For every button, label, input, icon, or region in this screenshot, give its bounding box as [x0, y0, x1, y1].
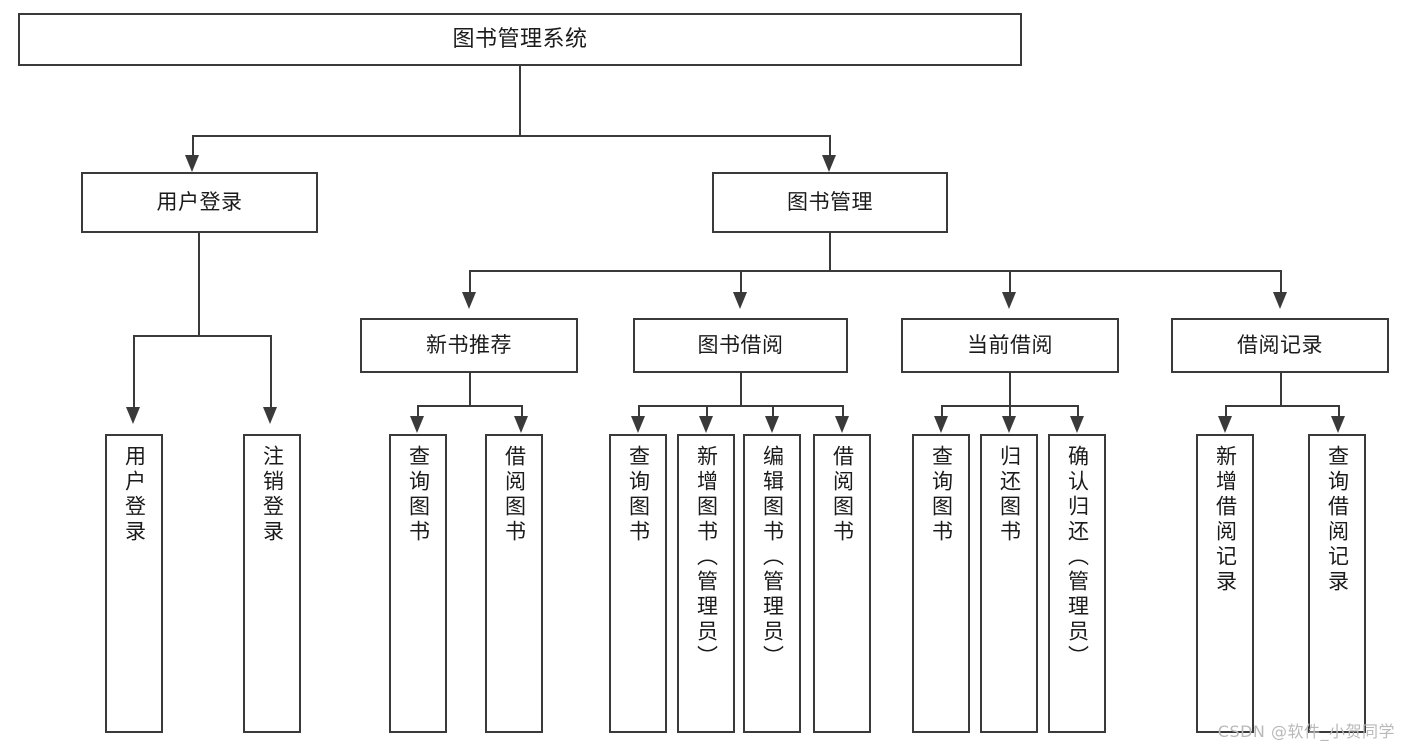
connector-root-drop-left: [192, 135, 194, 157]
connector-book-borrow-drop-3: [772, 405, 774, 418]
node-label: 编辑图书（管理员）: [760, 445, 785, 670]
node-label: 借阅图书: [830, 445, 855, 545]
connector-current-borrow-stem: [1009, 373, 1011, 406]
node-user-login[interactable]: 用户登录: [81, 172, 318, 233]
connector-root-bus: [192, 135, 830, 137]
node-leaf-query-record[interactable]: 查询借阅记录: [1308, 434, 1366, 733]
node-label: 用户登录: [122, 445, 147, 545]
node-leaf-confirm-return[interactable]: 确认归还（管理员）: [1048, 434, 1106, 733]
node-leaf-query-book-1[interactable]: 查询图书: [389, 434, 447, 733]
arrowhead-leaf-confirm-return: [1070, 416, 1084, 433]
connector-borrow-record-bus: [1225, 405, 1338, 407]
node-leaf-return-book[interactable]: 归还图书: [980, 434, 1038, 733]
node-label: 借阅记录: [1237, 333, 1323, 358]
arrowhead-new-book-recommend: [462, 292, 476, 309]
connector-current-borrow-drop-2: [1009, 405, 1011, 418]
node-label: 用户登录: [156, 190, 243, 215]
arrowhead-borrow-record: [1273, 292, 1287, 309]
connector-new-book-stem: [469, 373, 471, 406]
connector-book-manage-drop-4: [1280, 270, 1282, 294]
connector-user-login-drop-2: [270, 335, 272, 409]
arrowhead-leaf-borrow-book-1: [514, 416, 528, 433]
node-label: 查询图书: [626, 445, 651, 545]
node-label: 查询图书: [929, 445, 954, 545]
connector-user-login-drop-1: [133, 335, 135, 409]
connector-borrow-record-drop-1: [1225, 405, 1227, 418]
arrowhead-leaf-borrow-book-2: [835, 416, 849, 433]
node-label: 新书推荐: [426, 333, 512, 358]
connector-new-book-bus: [417, 405, 521, 407]
node-current-borrow[interactable]: 当前借阅: [901, 318, 1119, 373]
connector-current-borrow-drop-3: [1077, 405, 1079, 418]
connector-book-borrow-stem: [740, 373, 742, 406]
connector-book-manage-drop-2: [740, 270, 742, 294]
connector-current-borrow-drop-1: [941, 405, 943, 418]
connector-book-borrow-bus: [638, 405, 842, 407]
node-leaf-query-book-2[interactable]: 查询图书: [609, 434, 667, 733]
node-label: 确认归还（管理员）: [1065, 445, 1090, 670]
connector-book-manage-drop-3: [1009, 270, 1011, 294]
arrowhead-leaf-add-book: [699, 416, 713, 433]
connector-root-stem: [519, 66, 521, 136]
node-label: 图书管理系统: [452, 26, 588, 52]
node-label: 新增图书（管理员）: [694, 445, 719, 670]
connector-book-borrow-drop-1: [638, 405, 640, 418]
node-new-book-recommend[interactable]: 新书推荐: [360, 318, 578, 373]
node-leaf-add-record[interactable]: 新增借阅记录: [1196, 434, 1254, 733]
node-label: 归还图书: [997, 445, 1022, 545]
node-label: 图书管理: [787, 190, 873, 215]
arrowhead-leaf-query-book-2: [631, 416, 645, 433]
node-label: 图书借阅: [697, 333, 784, 358]
arrowhead-book-borrow: [733, 292, 747, 309]
connector-book-borrow-drop-2: [706, 405, 708, 418]
arrowhead-leaf-return-book: [1002, 416, 1016, 433]
arrowhead-leaf-query-book-1: [410, 416, 424, 433]
arrowhead-leaf-edit-book: [765, 416, 779, 433]
arrowhead-leaf-user-login: [126, 407, 140, 424]
connector-borrow-record-drop-2: [1338, 405, 1340, 418]
connector-new-book-drop-2: [521, 405, 523, 418]
node-label: 查询图书: [406, 445, 431, 545]
arrowhead-book-manage: [822, 155, 836, 172]
arrowhead-leaf-query-book-3: [934, 416, 948, 433]
node-label: 当前借阅: [967, 333, 1053, 358]
node-leaf-borrow-book-1[interactable]: 借阅图书: [485, 434, 543, 733]
arrowhead-leaf-logout-login: [263, 407, 277, 424]
connector-user-login-stem: [198, 233, 200, 336]
connector-borrow-record-stem: [1280, 373, 1282, 406]
node-leaf-logout-login[interactable]: 注销登录: [243, 434, 301, 733]
node-leaf-edit-book[interactable]: 编辑图书（管理员）: [743, 434, 801, 733]
connector-book-manage-bus: [469, 270, 1280, 272]
node-borrow-record[interactable]: 借阅记录: [1171, 318, 1389, 373]
arrowhead-current-borrow: [1002, 292, 1016, 309]
node-book-manage[interactable]: 图书管理: [712, 172, 948, 233]
connector-book-manage-drop-1: [469, 270, 471, 294]
node-leaf-borrow-book-2[interactable]: 借阅图书: [813, 434, 871, 733]
arrowhead-user-login: [185, 155, 199, 172]
connector-book-borrow-drop-4: [842, 405, 844, 418]
node-label: 注销登录: [260, 445, 285, 545]
node-label: 查询借阅记录: [1325, 445, 1350, 595]
connector-new-book-drop-1: [417, 405, 419, 418]
node-root-system[interactable]: 图书管理系统: [18, 13, 1022, 66]
node-book-borrow[interactable]: 图书借阅: [633, 318, 848, 373]
arrowhead-leaf-query-record: [1331, 416, 1345, 433]
connector-root-drop-right: [829, 135, 831, 157]
node-leaf-query-book-3[interactable]: 查询图书: [912, 434, 970, 733]
arrowhead-leaf-add-record: [1218, 416, 1232, 433]
node-label: 借阅图书: [502, 445, 527, 545]
node-leaf-add-book[interactable]: 新增图书（管理员）: [677, 434, 735, 733]
node-leaf-user-login[interactable]: 用户登录: [105, 434, 163, 733]
connector-book-manage-stem: [829, 233, 831, 271]
connector-user-login-bus: [133, 335, 270, 337]
node-label: 新增借阅记录: [1213, 445, 1238, 595]
